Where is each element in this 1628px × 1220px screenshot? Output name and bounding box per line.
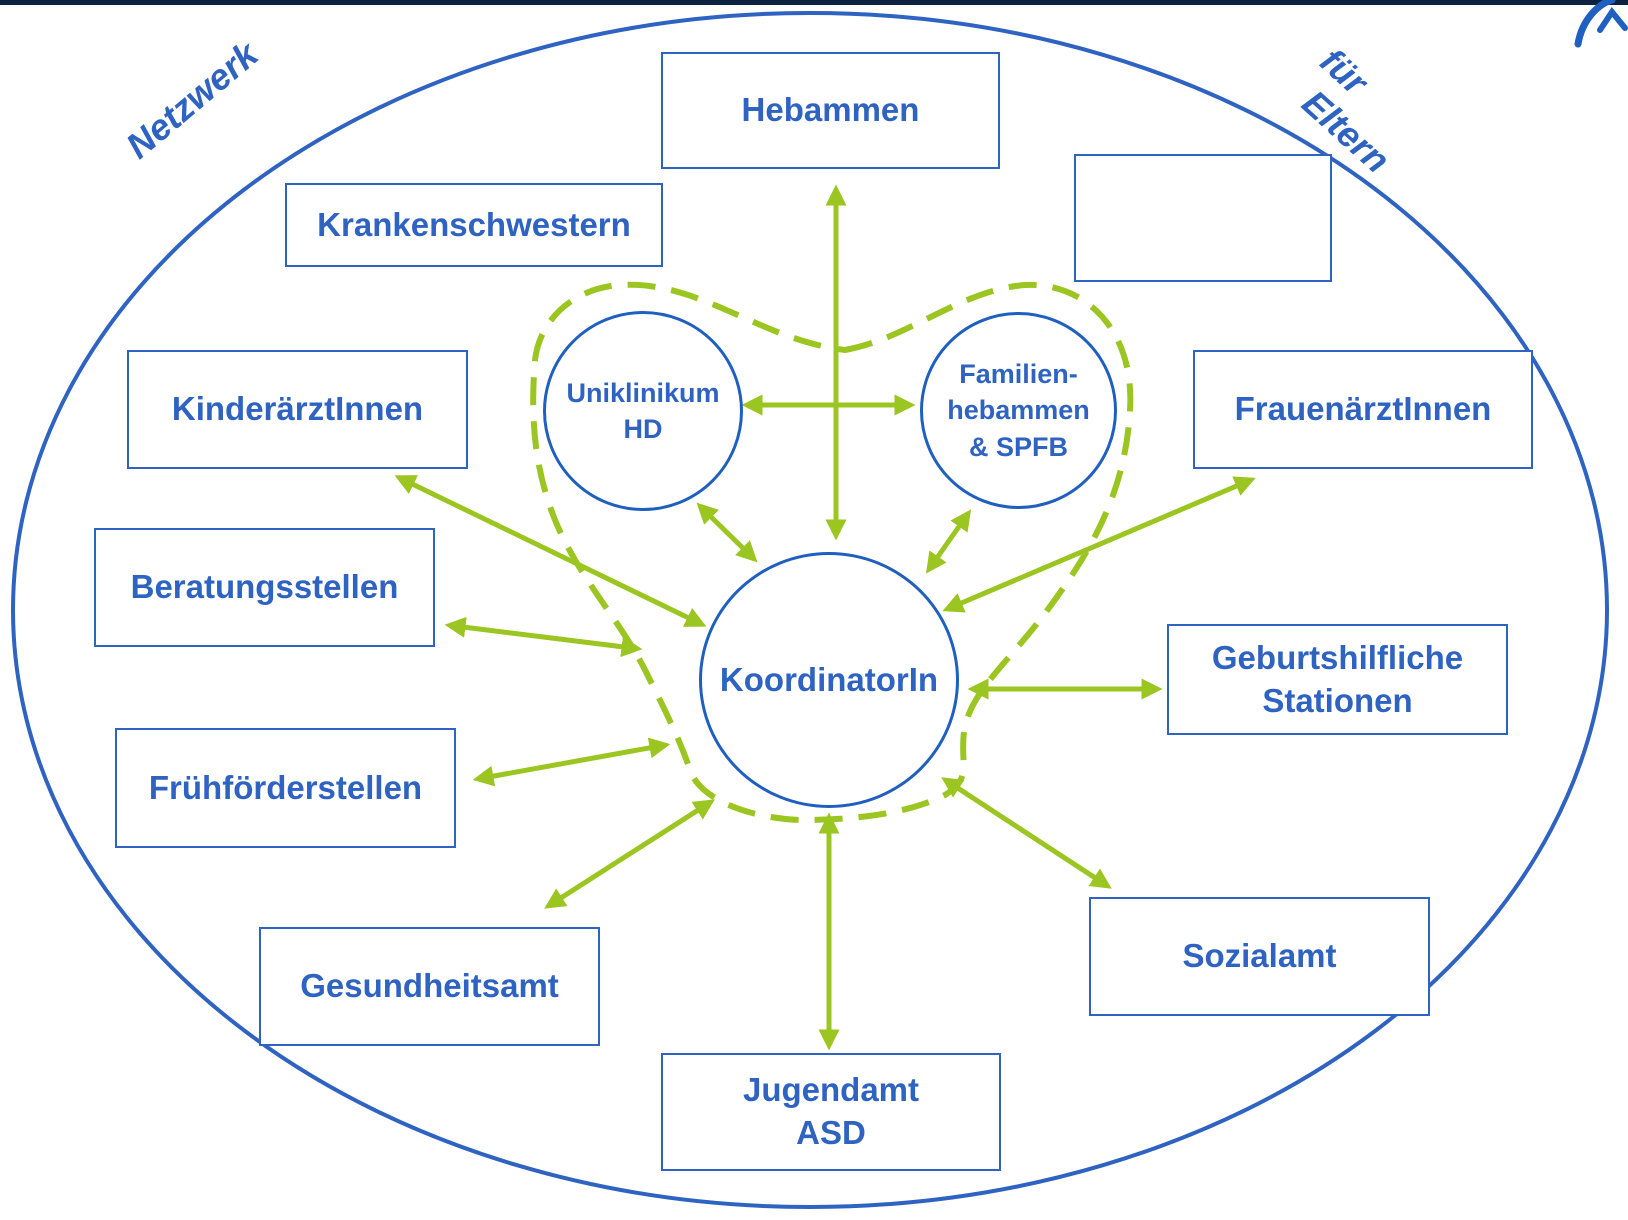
box-empty — [1074, 154, 1332, 282]
box-geburtshilfe: Geburtshilfliche Stationen — [1167, 624, 1508, 735]
box-hebammen: Hebammen — [661, 52, 1000, 169]
arrow-kinderaerzte — [394, 475, 707, 627]
box-fruehfoerder: Frühförderstellen — [115, 728, 456, 848]
box-kinderaerzte: KinderärztInnen — [127, 350, 468, 469]
gesundheitsamt-label: Gesundheitsamt — [300, 967, 559, 1005]
connection-arrows — [394, 184, 1256, 1051]
frauenaerzte-label: FrauenärztInnen — [1234, 390, 1492, 428]
box-jugendamt: Jugendamt ASD — [661, 1053, 1001, 1171]
arrow-fruehfoerder — [472, 737, 671, 787]
arrow-beratung — [444, 616, 643, 658]
uniklinikum-label: Uniklinikum HD — [566, 377, 720, 444]
arrow-uniklinikum — [696, 502, 758, 563]
kinderaerzte-label: KinderärztInnen — [171, 390, 424, 428]
network-ellipse — [11, 11, 1609, 1209]
arrow-gesundheitsamt — [544, 799, 715, 909]
dashed-core-group-outline — [530, 281, 1134, 823]
sozialamt-label: Sozialamt — [1182, 937, 1337, 975]
beratung-label: Beratungsstellen — [130, 568, 399, 606]
fruehfoerder-label: Frühförderstellen — [148, 768, 423, 806]
wave-logo-icon — [1574, 0, 1616, 48]
krankenschwestern-label: Krankenschwestern — [317, 205, 631, 243]
arrow-frauenaerzte — [942, 476, 1256, 613]
arrow-sozialamt — [941, 777, 1112, 889]
logo-stroke — [1597, 6, 1628, 33]
jugendamt-label: Jugendamt ASD — [742, 1071, 920, 1151]
circle-uniklinikum: Uniklinikum HD — [543, 311, 743, 511]
arrow-familienhebammen — [925, 509, 972, 574]
hebammen-label: Hebammen — [741, 91, 920, 129]
box-gesundheitsamt: Gesundheitsamt — [259, 927, 600, 1046]
circle-koordinatorin: KoordinatorIn — [699, 552, 959, 808]
box-beratung: Beratungsstellen — [94, 528, 435, 647]
circle-familienhebammen: Familien- hebammen & SPFB — [920, 312, 1117, 509]
geburtshilfe-label: Geburtshilfliche Stationen — [1211, 638, 1464, 719]
top-bar — [0, 0, 1628, 5]
familienhebammen-label: Familien- hebammen & SPFB — [947, 358, 1090, 462]
koordinatorin-label: KoordinatorIn — [719, 660, 939, 698]
box-krankenschwestern: Krankenschwestern — [285, 183, 663, 267]
box-frauenaerzte: FrauenärztInnen — [1193, 350, 1533, 469]
box-sozialamt: Sozialamt — [1089, 897, 1430, 1016]
